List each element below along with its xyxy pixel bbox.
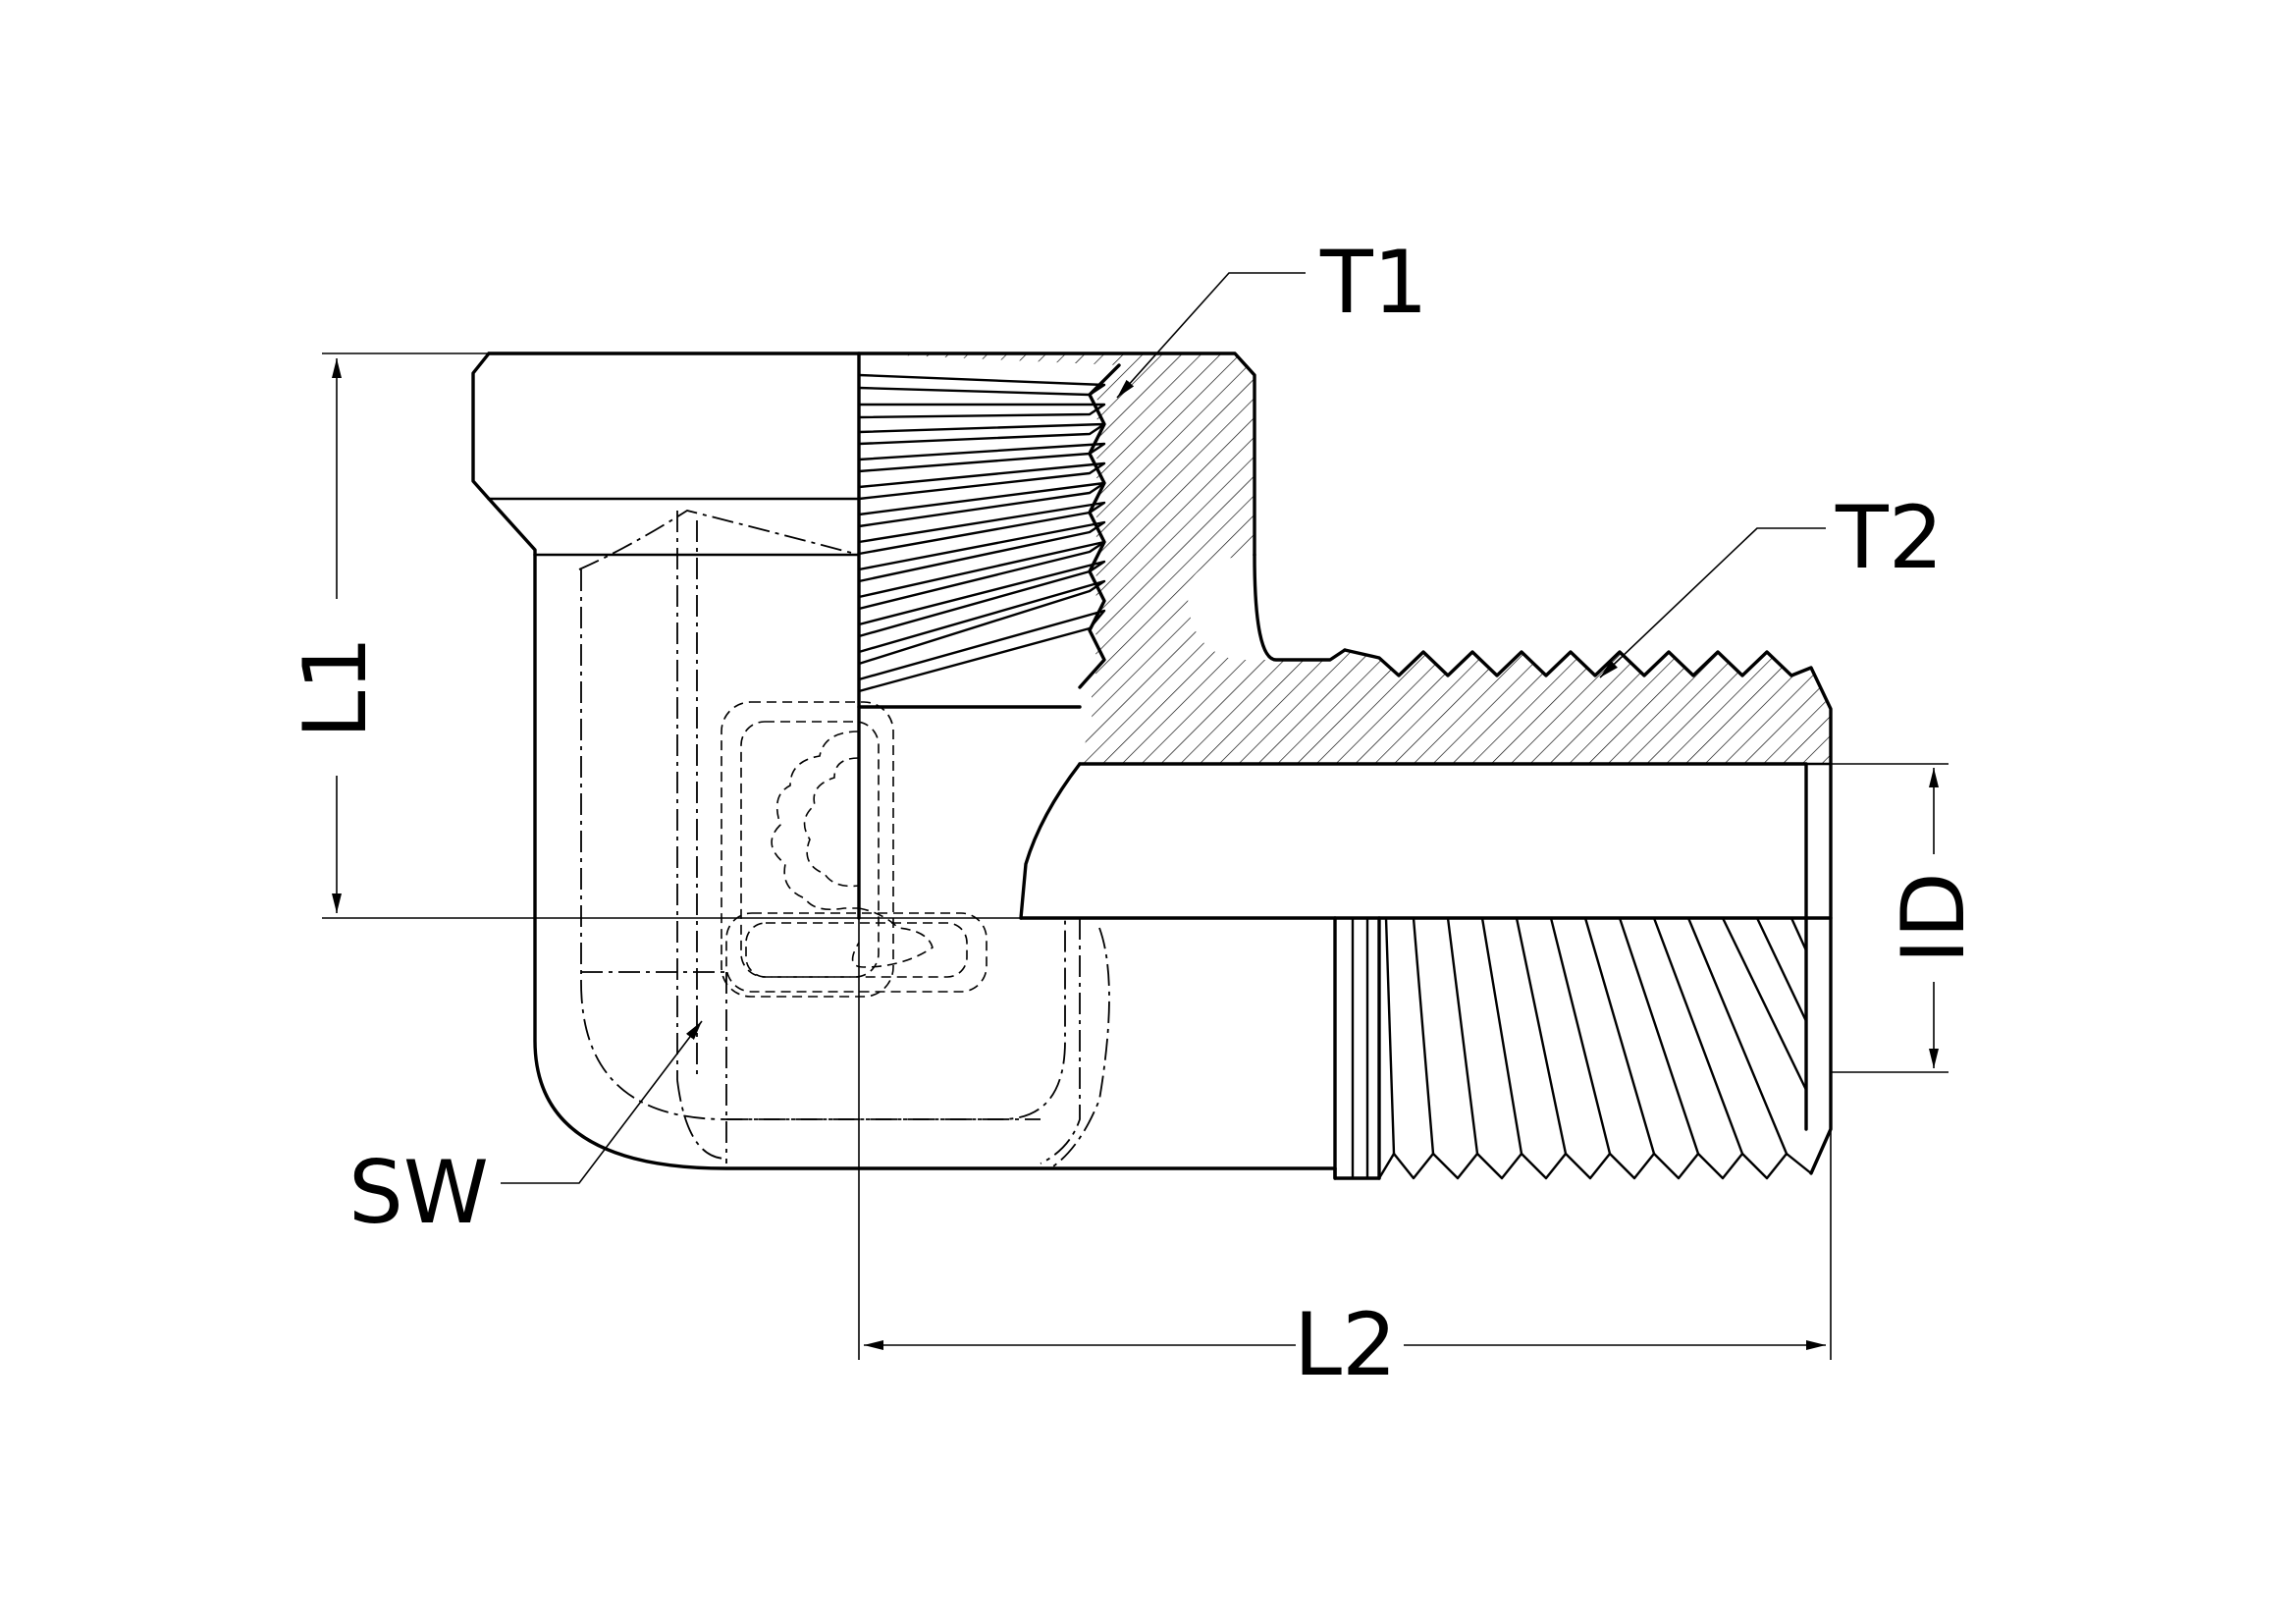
male-thread: [1384, 916, 1808, 1156]
l1-label: L1: [285, 635, 386, 738]
body-outline: [471, 352, 1833, 1180]
id-label: ID: [1883, 872, 1984, 964]
sw-label: SW: [348, 1142, 489, 1243]
t2-label: T2: [1835, 487, 1944, 588]
hidden-lines: [578, 510, 1110, 1169]
l2-label: L2: [1294, 1294, 1397, 1395]
female-thread: [857, 352, 1121, 920]
dimension-lines: [322, 272, 1949, 1360]
t1-label: T1: [1319, 232, 1428, 333]
bore: [1019, 762, 1833, 1131]
section-hatch: [859, 353, 1831, 764]
